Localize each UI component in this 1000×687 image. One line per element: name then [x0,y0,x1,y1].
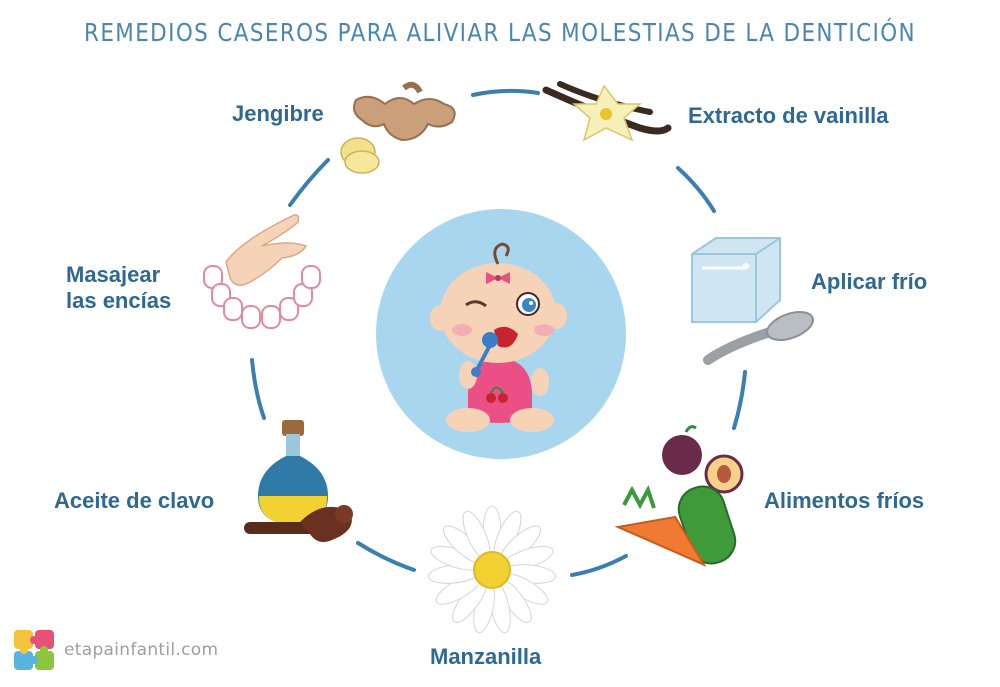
ice-spoon-illustration [691,237,814,365]
connector-lower-right [570,554,628,577]
connector-arcs [250,88,747,577]
label-aplicar-frio: Aplicar frío [811,269,928,294]
clove-oil-illustration [244,420,353,542]
label-extracto-vainilla: Extracto de vainilla [688,103,889,128]
connector-lower-left [356,541,416,572]
label-masajear-line1: Masajear [66,262,161,287]
gums-hand-illustration [203,214,321,329]
brand-watermark: etapainfantil.com [12,628,218,672]
label-jengibre: Jengibre [232,101,324,126]
baby-illustration [430,242,567,432]
connector-upper-right [676,166,716,213]
label-aceite-clavo: Aceite de clavo [54,488,215,513]
connector-right [732,370,747,430]
page-title: REMEDIOS CASEROS PARA ALIVIAR LAS MOLEST… [84,18,916,47]
chamomile-illustration [427,505,557,634]
brand-text: etapainfantil.com [64,640,219,660]
vanilla-illustration [542,81,672,142]
connector-upper-left [288,158,330,207]
connector-left [250,358,266,420]
label-alimentos-frios: Alimentos fríos [764,488,925,513]
label-manzanilla: Manzanilla [430,644,542,669]
label-masajear-encias: Masajear las encías [66,262,171,314]
cold-foods-illustration [614,425,744,567]
connector-top [471,88,540,97]
label-masajear-line2: las encías [66,288,172,313]
puzzle-logo-icon [14,630,54,670]
ginger-illustration [340,81,456,174]
